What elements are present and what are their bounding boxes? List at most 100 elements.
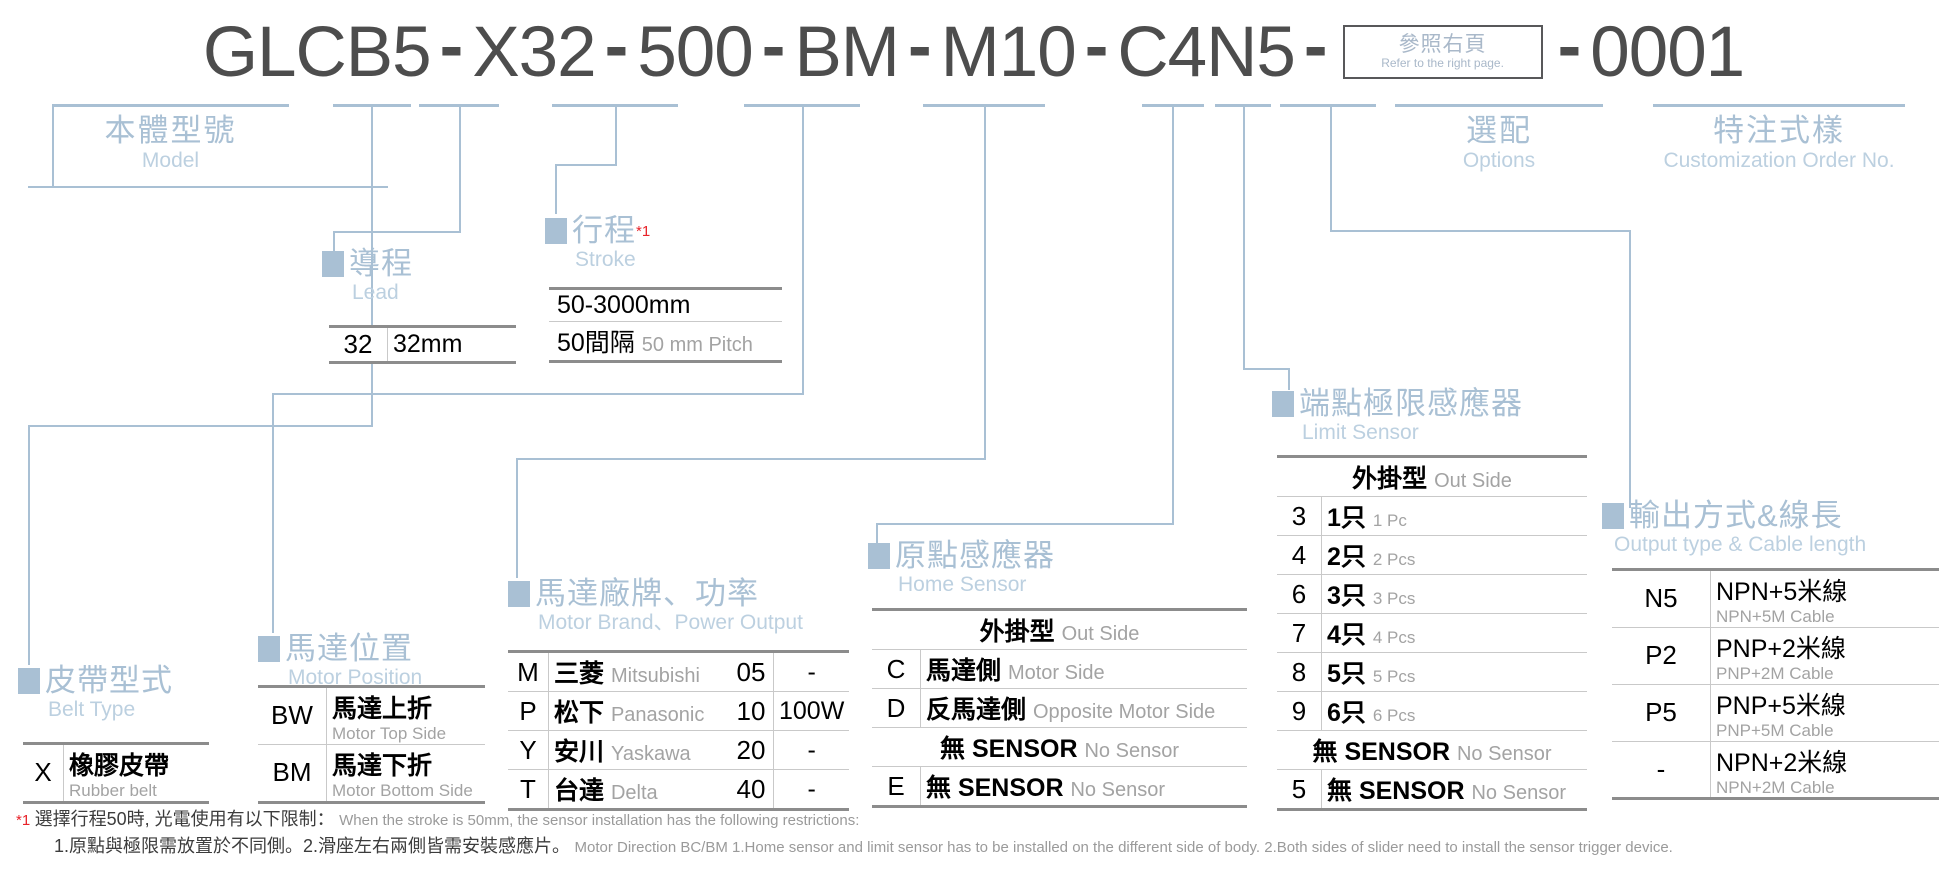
limitsensor-key: 3 — [1277, 496, 1322, 536]
brand-key: Y — [508, 730, 549, 770]
leader-lead-v2 — [333, 231, 335, 261]
group-belt-zh: 皮帶型式 — [45, 663, 173, 698]
group-motorbrand-title: 馬達廠牌、功率 — [508, 577, 803, 611]
belt-value-zh: 橡膠皮帶 — [69, 752, 170, 780]
power-key: 10 — [729, 691, 774, 731]
limitsensor-value-en: No Sensor — [1471, 782, 1566, 804]
table-row: BW 馬達上折 Motor Top Side — [258, 685, 485, 745]
output-value-zh: NPN+2米線 — [1716, 748, 1848, 777]
code-segment-stroke: 500 — [637, 12, 753, 92]
leader-stroke-h1 — [555, 164, 617, 166]
group-home-sensor: 原點感應器 Home Sensor — [868, 538, 1055, 597]
table-row: C 馬達側 Motor Side — [872, 649, 1247, 689]
limitsensor-value-zh: 6只 — [1327, 699, 1366, 727]
leader-homesensor-v1 — [1172, 104, 1174, 524]
brand-name: 三菱 Mitsubishi — [548, 650, 729, 692]
belt-value-en: Rubber belt — [69, 781, 157, 800]
bullet-square-icon — [1602, 503, 1624, 530]
table-row: E 無 SENSOR No Sensor — [872, 766, 1247, 808]
limitsensor-value-zh: 無 SENSOR — [1327, 777, 1465, 805]
table-row: D 反馬達側 Opposite Motor Side — [872, 688, 1247, 728]
limitsensor-value-en: 2 Pcs — [1372, 550, 1416, 569]
limitsensor-key: 4 — [1277, 535, 1322, 575]
group-output-zh: 輸出方式&線長 — [1629, 498, 1843, 533]
limitsensor-key: 7 — [1277, 613, 1322, 653]
output-value: NPN+2米線 NPN+2M Cable — [1710, 740, 1939, 801]
table-section-header: 無 SENSOR No Sensor — [872, 727, 1247, 767]
limitsensor-value-zh: 2只 — [1327, 543, 1366, 571]
motorpos-value: 馬達下折 Motor Bottom Side — [326, 743, 485, 804]
homesensor-section2: 無 SENSOR No Sensor — [872, 727, 1247, 767]
leader-lead-h1 — [333, 231, 461, 233]
table-row: 50間隔 50 mm Pitch — [549, 321, 782, 363]
table-row: - NPN+2米線 NPN+2M Cable — [1612, 740, 1939, 801]
leader-homesensor-h1 — [876, 523, 1174, 525]
table-output-cable: N5 NPN+5米線 NPN+5M Cable P2 PNP+2米線 PNP+2… — [1612, 568, 1939, 801]
homesensor-section1-en: Out Side — [1061, 623, 1140, 645]
limitsensor-value-zh: 4只 — [1327, 621, 1366, 649]
underline-options — [1395, 104, 1603, 107]
stroke-pitch-en: 50 mm Pitch — [641, 334, 753, 356]
label-model-en: Model — [141, 149, 200, 173]
limitsensor-value: 無 SENSOR No Sensor — [1321, 769, 1587, 811]
table-row: Y 安川 Yaskawa 20 - — [508, 730, 850, 770]
output-key: N5 — [1612, 568, 1711, 628]
table-row: X 橡膠皮帶 Rubber belt — [23, 742, 209, 804]
limitsensor-section1-en: Out Side — [1434, 470, 1512, 492]
label-options-en: Options — [1462, 149, 1536, 173]
homesensor-section2-en: No Sensor — [1084, 740, 1179, 762]
lead-key: 32 — [329, 325, 388, 364]
power-key: 20 — [729, 730, 774, 770]
output-value-en: PNP+5M Cable — [1716, 720, 1834, 740]
table-row: 9 6只 6 Pcs — [1277, 691, 1587, 731]
homesensor-value: 無 SENSOR No Sensor — [920, 766, 1247, 808]
group-belt-en: Belt Type — [48, 697, 136, 721]
code-separator: - — [604, 6, 629, 86]
group-limitsensor-zh: 端點極限感應器 — [1299, 386, 1523, 421]
bullet-square-icon — [258, 636, 280, 663]
group-homesensor-zh: 原點感應器 — [895, 538, 1055, 573]
homesensor-value-zh: 反馬達側 — [926, 696, 1027, 724]
leader-output-v2 — [1629, 230, 1631, 508]
group-belt-title: 皮帶型式 — [18, 663, 173, 698]
refer-box-zh: 參照右頁 — [1398, 32, 1487, 56]
brand-name: 松下 Panasonic — [548, 691, 729, 731]
power-value: - — [773, 769, 850, 811]
homesensor-value-zh: 馬達側 — [926, 657, 1002, 685]
group-stroke-title: 行程 *1 — [545, 214, 651, 248]
underline-model — [52, 104, 289, 107]
limitsensor-section1-zh: 外掛型 — [1352, 465, 1428, 493]
leader-stroke-v2 — [555, 164, 557, 214]
bullet-square-icon — [508, 581, 530, 608]
output-key: P5 — [1612, 683, 1711, 742]
output-value-en: PNP+2M Cable — [1716, 663, 1834, 683]
table-row: 6 3只 3 Pcs — [1277, 574, 1587, 614]
limitsensor-key: 5 — [1277, 769, 1322, 811]
power-value: - — [773, 650, 850, 692]
homesensor-value-zh: 無 SENSOR — [926, 774, 1064, 802]
leader-belt-v2 — [28, 425, 30, 665]
limitsensor-value-en: 3 Pcs — [1372, 589, 1416, 608]
leader-motorpos-v2 — [272, 393, 274, 633]
group-motor-brand: 馬達廠牌、功率 Motor Brand、Power Output — [508, 577, 803, 635]
bullet-square-icon — [545, 218, 567, 245]
limitsensor-section1: 外掛型 Out Side — [1277, 455, 1587, 497]
output-value-zh: PNP+2米線 — [1716, 634, 1846, 663]
leader-motorbrand-v1 — [984, 104, 986, 459]
table-row: 8 5只 5 Pcs — [1277, 652, 1587, 692]
limitsensor-section2-zh: 無 SENSOR — [1312, 738, 1451, 766]
table-section-header: 外掛型 Out Side — [1277, 455, 1587, 497]
group-motorbrand-en: Motor Brand、Power Output — [538, 610, 803, 634]
motorpos-key: BM — [258, 743, 327, 804]
code-separator: - — [439, 6, 464, 86]
code-segment-model: GLCB5 — [202, 12, 432, 92]
limitsensor-value: 5只 5 Pcs — [1321, 652, 1587, 692]
group-stroke-note: *1 — [636, 222, 651, 240]
homesensor-section1-zh: 外掛型 — [979, 618, 1055, 646]
homesensor-value-en: Motor Side — [1007, 662, 1105, 684]
label-customization: 特注式樣 Customization Order No. — [1645, 113, 1913, 173]
leader-output-h1 — [1330, 230, 1630, 232]
table-row: P 松下 Panasonic 10 100W — [508, 691, 850, 731]
leader-motorpos-v1 — [802, 104, 804, 394]
limitsensor-key: 6 — [1277, 574, 1322, 614]
